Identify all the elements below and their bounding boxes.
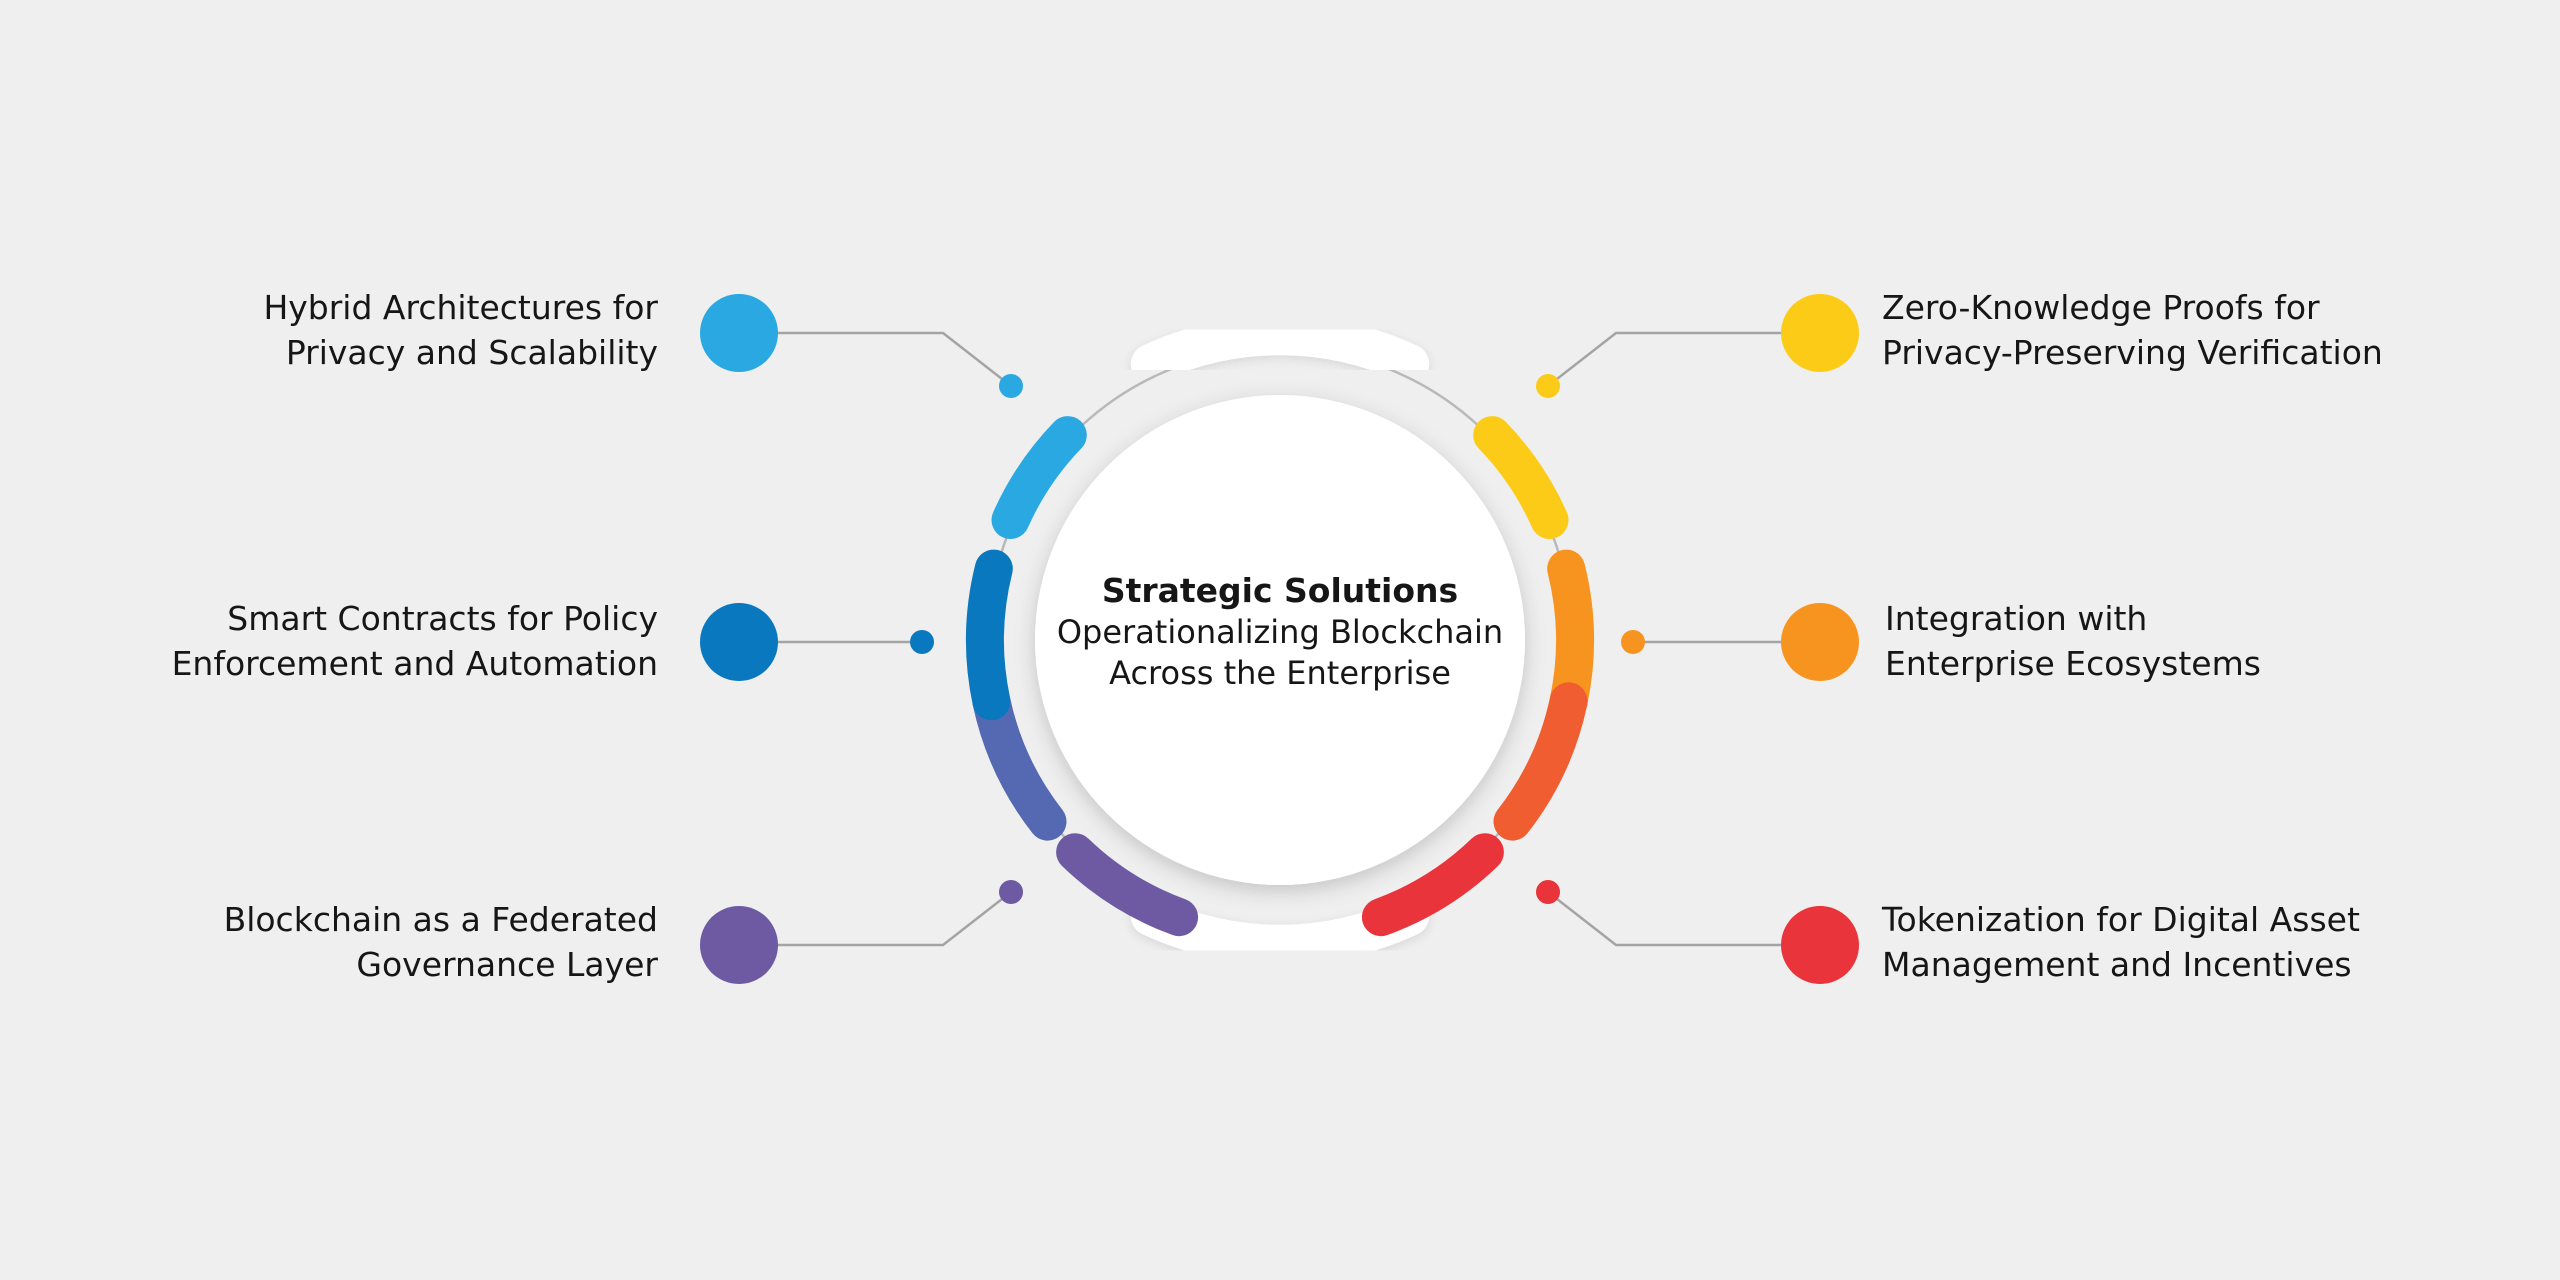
label-smart-contracts: Smart Contracts for Policy Enforcement a… — [172, 596, 658, 686]
arc-right-lower-middle — [1493, 682, 1588, 841]
label-enterprise-integration: Integration with Enterprise Ecosystems — [1885, 596, 2261, 686]
center-circle — [1035, 395, 1525, 885]
marker-hybrid-architectures — [700, 294, 778, 372]
marker-federated-governance — [700, 906, 778, 984]
label-line: Hybrid Architectures for — [263, 288, 658, 327]
connector-dot-hybrid-architectures — [999, 374, 1023, 398]
connector-line-tokenization — [1547, 891, 1820, 947]
label-line: Management and Incentives — [1882, 945, 2352, 984]
label-line: Zero-Knowledge Proofs for — [1882, 288, 2320, 327]
connector-line-federated-governance — [739, 891, 1012, 947]
label-line: Privacy and Scalability — [285, 333, 658, 372]
marker-smart-contracts — [700, 603, 778, 681]
label-line: Tokenization for Digital Asset — [1882, 900, 2360, 939]
arc-left-lower-middle — [972, 682, 1067, 841]
label-tokenization: Tokenization for Digital Asset Managemen… — [1882, 897, 2360, 987]
connector-dot-zero-knowledge-proofs — [1536, 374, 1560, 398]
center-subtitle: Operationalizing Blockchain Across the E… — [1030, 612, 1530, 694]
item-markers — [700, 294, 1859, 984]
connector-line-hybrid-architectures — [739, 331, 1012, 387]
center-title: Strategic Solutions — [1101, 571, 1459, 610]
marker-enterprise-integration — [1781, 603, 1859, 681]
label-line: Enforcement and Automation — [171, 644, 658, 683]
label-line: Enterprise Ecosystems — [1885, 644, 2261, 683]
arc-zero-knowledge-proofs — [1473, 416, 1569, 539]
label-zero-knowledge-proofs: Zero-Knowledge Proofs for Privacy-Preser… — [1882, 285, 2383, 375]
label-hybrid-architectures: Hybrid Architectures for Privacy and Sca… — [263, 285, 658, 375]
center-subtitle-line1: Operationalizing Blockchain — [1056, 613, 1504, 651]
white-arc-top — [1130, 315, 1430, 384]
center-subtitle-line2: Across the Enterprise — [1109, 654, 1451, 692]
connector-dot-enterprise-integration — [1621, 630, 1645, 654]
arc-enterprise-integration — [1547, 549, 1594, 721]
marker-zero-knowledge-proofs — [1781, 294, 1859, 372]
arc-smart-contracts — [966, 549, 1013, 721]
label-line: Smart Contracts for Policy — [227, 599, 658, 638]
connector-dot-smart-contracts — [910, 630, 934, 654]
center-text: Strategic Solutions Operationalizing Blo… — [1030, 570, 1530, 694]
label-line: Integration with — [1885, 599, 2148, 638]
arc-tokenization — [1361, 833, 1504, 937]
connector-dot-tokenization — [1536, 880, 1560, 904]
colored-arcs — [966, 416, 1594, 937]
label-line: Privacy-Preserving Verification — [1882, 333, 2383, 372]
connector-line-zero-knowledge-proofs — [1547, 331, 1820, 387]
marker-tokenization — [1781, 906, 1859, 984]
arc-federated-governance — [1056, 833, 1199, 937]
arc-hybrid-architectures — [991, 416, 1087, 539]
label-federated-governance: Blockchain as a Federated Governance Lay… — [224, 897, 658, 987]
connector-dot-federated-governance — [999, 880, 1023, 904]
label-line: Blockchain as a Federated — [223, 900, 658, 939]
label-line: Governance Layer — [356, 945, 658, 984]
